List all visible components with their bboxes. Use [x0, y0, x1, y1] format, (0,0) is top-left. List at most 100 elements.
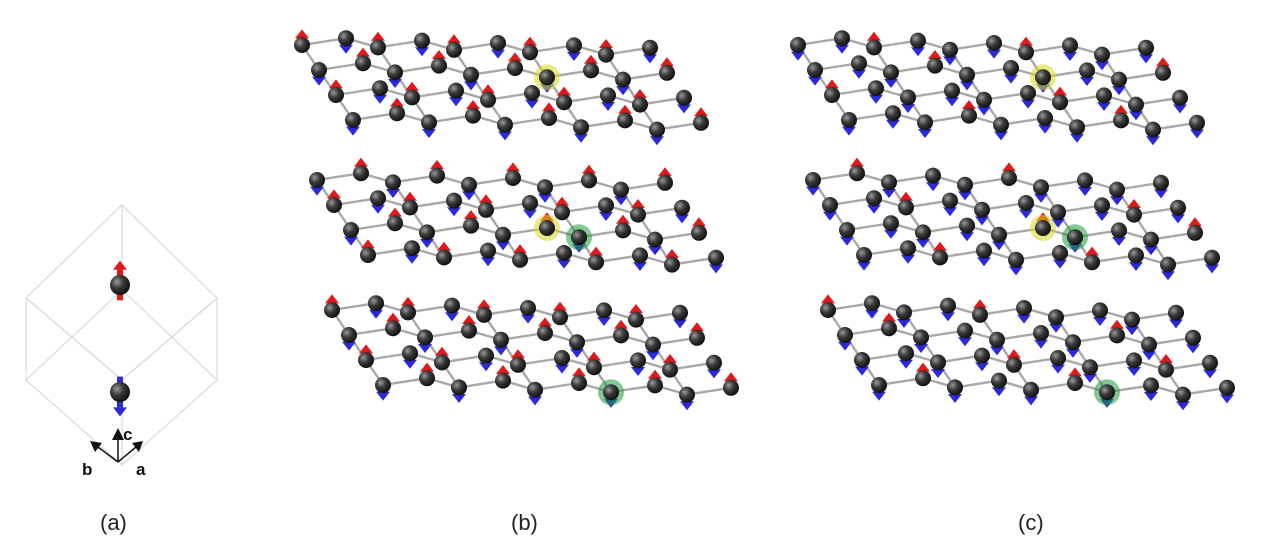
- spin-head: [675, 214, 689, 224]
- atom-sphere-icon: [375, 377, 391, 393]
- spin-head: [643, 54, 657, 64]
- spin-head: [567, 52, 581, 61]
- spin-head: [941, 312, 955, 322]
- spin-head: [1156, 57, 1170, 67]
- spin-head: [840, 236, 854, 246]
- spin-head: [361, 239, 375, 249]
- atom-sphere-icon: [461, 322, 477, 339]
- atom-sphere-icon: [913, 329, 929, 346]
- atom-sphere-icon: [539, 220, 555, 236]
- spin-head: [574, 133, 588, 143]
- atom-sphere-icon: [370, 190, 386, 207]
- spin-head: [975, 216, 989, 226]
- atom-sphere-icon: [1175, 386, 1191, 403]
- axis-c-label: c: [123, 425, 132, 444]
- atom-sphere-icon: [476, 306, 492, 323]
- atom-sphere-icon: [1016, 300, 1032, 316]
- atom-sphere-icon: [600, 87, 616, 104]
- spin-head: [1095, 61, 1109, 71]
- spin-head: [464, 81, 478, 91]
- atom-sphere-icon: [851, 55, 867, 72]
- spin-head: [867, 31, 881, 41]
- atom-sphere-icon: [1126, 206, 1142, 223]
- atom-sphere-icon: [630, 206, 646, 223]
- atom-sphere-icon: [539, 69, 555, 86]
- atom-sphere-icon: [552, 309, 568, 326]
- spin-head: [390, 97, 404, 107]
- spin-head: [882, 312, 896, 322]
- spin-head: [528, 396, 542, 406]
- panel-a-unit-cell: c b a: [25, 204, 218, 479]
- spin-head: [897, 319, 911, 328]
- spin-head: [401, 296, 415, 306]
- atom-sphere-icon: [446, 41, 462, 58]
- atom-sphere-icon: [588, 254, 604, 271]
- atom-sphere-icon: [910, 32, 926, 49]
- atom-sphere-icon: [1109, 181, 1125, 198]
- lattice-layer: [820, 294, 1235, 411]
- spin-head: [1097, 102, 1111, 111]
- atom-sphere-icon: [444, 297, 460, 314]
- atom-sphere-icon: [480, 242, 496, 259]
- spin-head: [498, 131, 512, 141]
- atom-sphere-icon: [110, 275, 130, 295]
- spin-head: [587, 351, 601, 361]
- atom-sphere-icon: [1003, 60, 1019, 76]
- spin-head: [373, 94, 387, 104]
- spin-head: [555, 364, 569, 374]
- atom-sphere-icon: [1092, 302, 1108, 319]
- spin-head: [707, 369, 721, 379]
- spin-head: [1070, 133, 1084, 143]
- spin-head: [506, 162, 520, 172]
- spin-head: [835, 44, 849, 54]
- atom-sphere-icon: [959, 217, 975, 234]
- spin-head: [926, 182, 940, 192]
- atom-sphere-icon: [957, 176, 973, 193]
- spin-head: [405, 254, 419, 264]
- atom-sphere-icon: [490, 35, 506, 51]
- spin-head: [386, 312, 400, 322]
- atom-sphere-icon: [930, 354, 946, 371]
- atom-sphere-icon: [404, 89, 420, 106]
- atom-sphere-icon: [632, 96, 648, 113]
- atom-sphere-icon: [581, 172, 597, 189]
- atom-sphere-icon: [1023, 381, 1039, 398]
- atom-sphere-icon: [505, 170, 521, 186]
- atom-sphere-icon: [834, 30, 850, 47]
- atom-sphere-icon: [986, 35, 1002, 51]
- atom-sphere-icon: [942, 41, 958, 58]
- spin-head: [403, 359, 417, 369]
- spin-head: [312, 76, 326, 86]
- spin-head: [599, 212, 613, 221]
- atom-sphere-icon: [664, 256, 680, 273]
- atom-sphere-icon: [368, 295, 384, 312]
- atom-sphere-icon: [341, 327, 357, 343]
- atom-sphere-icon: [645, 336, 661, 353]
- spin-head: [327, 189, 341, 199]
- atom-sphere-icon: [520, 300, 536, 316]
- atom-sphere-icon: [1037, 110, 1053, 126]
- spin-head: [1038, 124, 1052, 134]
- atom-sphere-icon: [991, 226, 1007, 243]
- spin-head: [916, 239, 930, 248]
- spin-head: [538, 193, 552, 203]
- atom-sphere-icon: [1111, 71, 1127, 88]
- atom-sphere-icon: [345, 112, 361, 128]
- atom-sphere-icon: [1185, 329, 1201, 346]
- atom-sphere-icon: [1033, 325, 1049, 341]
- atom-sphere-icon: [883, 215, 899, 232]
- spin-head: [692, 217, 706, 227]
- spin-head: [872, 391, 886, 401]
- atom-sphere-icon: [947, 379, 963, 396]
- spin-head: [422, 129, 436, 138]
- atom-sphere-icon: [925, 167, 941, 184]
- spin-head: [884, 79, 898, 88]
- spin-head: [388, 207, 402, 217]
- spin-head: [1159, 354, 1173, 363]
- spin-head: [521, 314, 535, 324]
- spin-head: [570, 348, 584, 358]
- atom-sphere-icon: [537, 179, 553, 196]
- spin-head: [553, 301, 567, 311]
- atom-sphere-icon: [1143, 377, 1159, 394]
- spin-head: [614, 196, 628, 206]
